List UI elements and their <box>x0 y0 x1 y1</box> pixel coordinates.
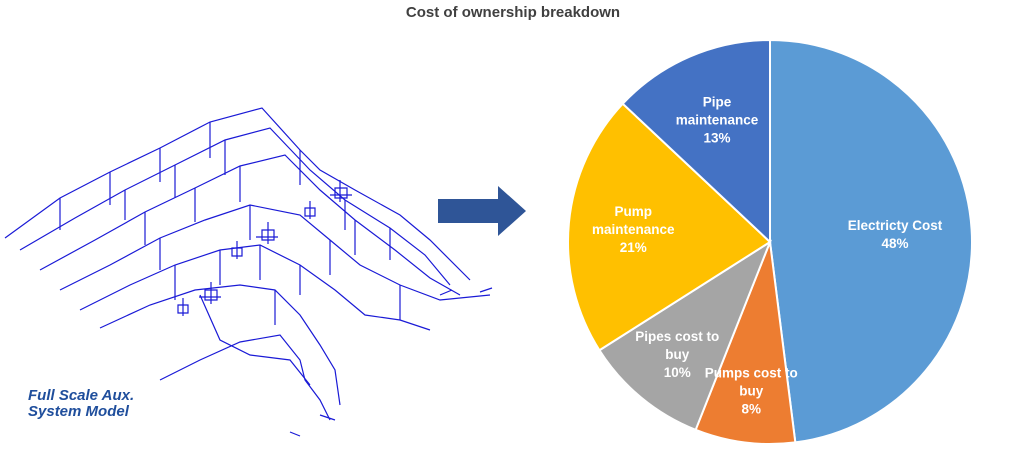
data-label-text: buy <box>739 383 763 398</box>
caption-line-1: Full Scale Aux. <box>28 387 135 404</box>
data-label-text: Electricty Cost <box>848 218 943 233</box>
pie-slice-pump-maintenance <box>567 102 772 352</box>
data-label-text: Pipe <box>703 95 732 110</box>
data-label-text: Pumps cost to <box>705 365 798 380</box>
caption-line-2: System Model <box>28 403 129 420</box>
data-label-pump-maintenance: Pump maintenance 21% <box>592 204 675 255</box>
data-label-pipes-cost-to-buy: Pipes cost to buy 10% <box>635 329 719 380</box>
data-label-text: maintenance <box>676 113 759 128</box>
right-arrow-icon <box>438 186 526 236</box>
data-label-text: maintenance <box>592 222 675 237</box>
chart-title-text: Cost of ownership breakdown <box>405 4 621 21</box>
data-label-value: 10% <box>664 365 691 380</box>
chart-title: Cost of ownership breakdown <box>0 4 1024 21</box>
pie-labels: Electricty Cost 48% Pumps cost to buy 8% Pipe… <box>592 95 943 417</box>
pie-slice-pumps-cost-to-buy <box>694 241 797 445</box>
model-caption: Full Scale Aux. System Model <box>28 388 134 420</box>
data-label-pipe-maintenance: Pipe maintenance 13% <box>676 95 759 146</box>
pie-slice-pipes-cost-to-buy <box>598 239 773 432</box>
data-label-value: 8% <box>742 401 762 416</box>
pie-slices <box>567 38 973 445</box>
data-label-electricty-cost: Electricty Cost 48% <box>848 218 943 251</box>
data-label-value: 21% <box>620 240 647 255</box>
data-label-text: Pump <box>614 204 652 219</box>
data-label-text: Pipes cost to <box>635 329 719 344</box>
piping-model-wireframe <box>4 107 493 437</box>
pipe-network <box>4 107 493 437</box>
pie-slice-pipe-maintenance <box>621 38 771 245</box>
data-label-value: 13% <box>704 131 731 146</box>
data-label-value: 48% <box>881 236 908 251</box>
data-label-pumps-cost-to-buy: Pumps cost to buy 8% <box>705 365 798 416</box>
data-label-text: buy <box>665 347 689 362</box>
pie-chart: Electricty Cost 48% Pumps cost to buy 8% Pipe… <box>567 38 973 445</box>
pie-slice-electricty-cost <box>769 38 973 444</box>
